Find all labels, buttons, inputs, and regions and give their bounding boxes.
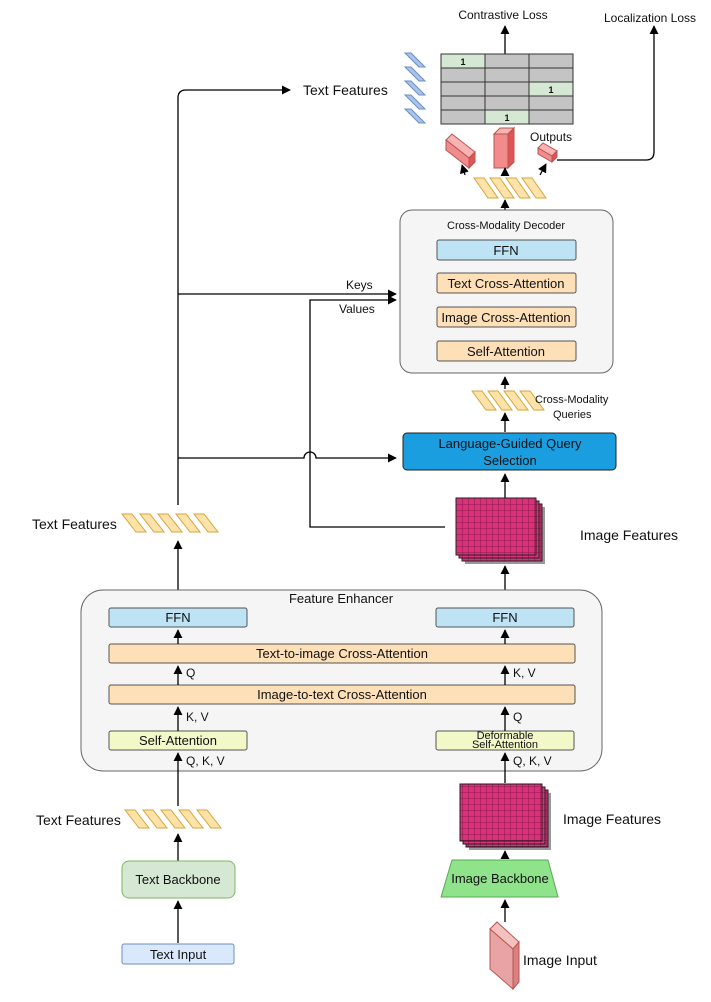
decoder-output-tokens: [473, 177, 547, 199]
qkv-left-label: Q, K, V: [186, 754, 225, 768]
kv-left-label: K, V: [186, 710, 209, 724]
values-label: Values: [339, 302, 375, 316]
enhancer-title: Feature Enhancer: [289, 591, 394, 606]
queries-label-1: Cross-Modality: [535, 394, 609, 406]
text-backbone-label: Text Backbone: [135, 872, 220, 887]
decoder-image-cross-attention: Image Cross-Attention: [441, 310, 570, 325]
text-input-label: Text Input: [150, 947, 207, 962]
feature-enhancer: Feature Enhancer FFN FFN Text-to-image C…: [80, 589, 603, 772]
output-boxes: [445, 126, 558, 170]
decoder-ffn: FFN: [493, 243, 518, 258]
enhancer-ffn-left: FFN: [165, 610, 190, 625]
enhancer-self-attention: Self-Attention: [139, 733, 217, 748]
decoder-self-attention: Self-Attention: [467, 344, 545, 359]
middle-text-feature-tokens: [120, 513, 220, 533]
decoder-text-cross-attention: Text Cross-Attention: [447, 276, 564, 291]
image-backbone: Image Backbone: [440, 859, 559, 898]
bottom-text-features-label: Text Features: [36, 812, 121, 828]
outputs-label: Outputs: [530, 130, 572, 144]
cross-modality-decoder: Cross-Modality Decoder FFN Text Cross-At…: [399, 209, 614, 374]
top-text-features-label: Text Features: [303, 82, 388, 98]
deformable-line2: Self-Attention: [472, 739, 538, 751]
matrix-one: 1: [460, 57, 465, 67]
contrastive-loss-label: Contrastive Loss: [458, 8, 547, 22]
similarity-matrix: 1 1 1: [440, 53, 574, 125]
q-left-label: Q: [186, 666, 195, 680]
lgqs-line2: Selection: [483, 453, 536, 468]
image-input: Image Input: [489, 921, 597, 991]
middle-image-features-cube: [455, 497, 545, 564]
deformable-line1: Deformable: [477, 730, 534, 742]
text-to-image-cross-attention: Text-to-image Cross-Attention: [256, 646, 428, 661]
text-input: Text Input: [121, 943, 235, 965]
image-backbone-label: Image Backbone: [451, 871, 549, 886]
text-backbone: Text Backbone: [121, 860, 236, 899]
bottom-image-features-label: Image Features: [563, 811, 661, 827]
cross-modality-query-tokens: [471, 390, 545, 411]
localization-loss-label: Localization Loss: [604, 11, 696, 25]
bottom-image-features-cube: [459, 783, 551, 850]
kv-right-label: K, V: [513, 666, 536, 680]
middle-image-features-label: Image Features: [580, 527, 678, 543]
q-right-label: Q: [513, 710, 522, 724]
queries-label-2: Queries: [553, 409, 592, 421]
enhancer-ffn-right: FFN: [492, 610, 517, 625]
contrastive-loss-group: Contrastive Loss: [458, 8, 548, 54]
qkv-right-label: Q, K, V: [513, 754, 552, 768]
keys-label: Keys: [346, 278, 373, 292]
language-guided-query-selection: Language-Guided Query Selection: [402, 432, 617, 471]
image-input-label: Image Input: [523, 952, 597, 968]
middle-text-features-label: Text Features: [32, 516, 117, 532]
bottom-text-feature-tokens: [123, 809, 223, 829]
text-token-stack: [403, 52, 427, 124]
decoder-title: Cross-Modality Decoder: [447, 220, 565, 232]
image-to-text-cross-attention: Image-to-text Cross-Attention: [257, 687, 427, 702]
matrix-one: 1: [548, 85, 553, 95]
matrix-one: 1: [504, 113, 509, 123]
lgqs-line1: Language-Guided Query: [438, 436, 582, 451]
